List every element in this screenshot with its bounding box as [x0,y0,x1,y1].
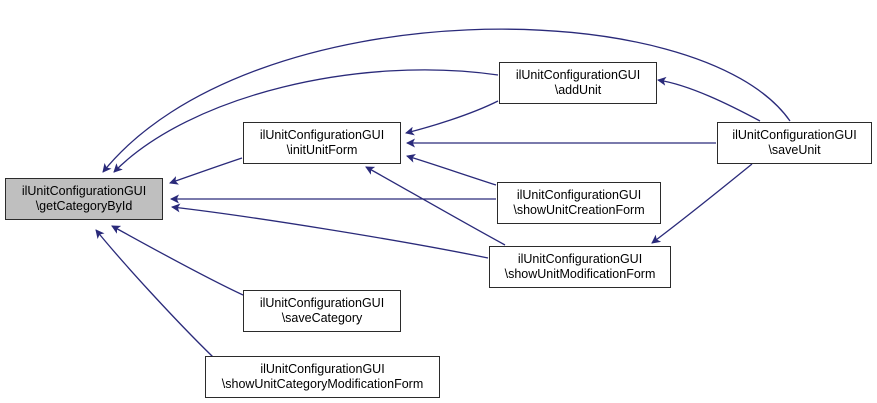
node-showUnitCreationForm-line1: ilUnitConfigurationGUI [516,188,642,202]
edge-showUnitCreationForm-to-initUnitForm [406,154,497,186]
node-saveUnit[interactable]: ilUnitConfigurationGUI \saveUnit [717,122,872,164]
edge-saveUnit-to-getCategoryById [102,28,791,173]
node-showUnitCreationForm[interactable]: ilUnitConfigurationGUI \showUnitCreation… [497,182,661,224]
node-initUnitForm[interactable]: ilUnitConfigurationGUI \initUnitForm [243,122,401,164]
node-initUnitForm-line1: ilUnitConfigurationGUI [259,128,385,142]
edge-showUnitModificationForm-to-initUnitForm [365,166,506,246]
node-showUnitCreationForm-line2: \showUnitCreationForm [513,203,645,217]
node-addUnit-line2: \addUnit [554,83,602,97]
node-showUnitCategoryModificationForm[interactable]: ilUnitConfigurationGUI \showUnitCategory… [205,356,440,398]
node-showUnitModificationForm-line2: \showUnitModificationForm [504,267,656,281]
edge-showUnitModificationForm-to-getCategoryById [171,203,489,259]
node-getCategoryById-line1: ilUnitConfigurationGUI [21,184,147,198]
edge-saveUnit-to-showUnitModificationForm [651,163,753,244]
node-addUnit-line1: ilUnitConfigurationGUI [515,68,641,82]
node-getCategoryById-line2: \getCategoryById [35,199,133,213]
edge-saveCategory-to-getCategoryById [111,225,244,296]
node-showUnitModificationForm-line1: ilUnitConfigurationGUI [517,252,643,266]
edge-saveUnit-to-addUnit [657,76,761,122]
node-saveCategory-line2: \saveCategory [281,311,363,325]
edge-addUnit-to-initUnitForm [405,100,499,136]
node-showUnitCategoryModificationForm-line2: \showUnitCategoryModificationForm [221,377,424,391]
node-saveUnit-line2: \saveUnit [768,143,821,157]
node-addUnit[interactable]: ilUnitConfigurationGUI \addUnit [499,62,657,104]
node-saveUnit-line1: ilUnitConfigurationGUI [732,128,857,142]
node-getCategoryById[interactable]: ilUnitConfigurationGUI \getCategoryById [5,178,163,220]
node-saveCategory[interactable]: ilUnitConfigurationGUI \saveCategory [243,290,401,332]
node-saveCategory-line1: ilUnitConfigurationGUI [259,296,385,310]
node-initUnitForm-line2: \initUnitForm [286,143,358,157]
edge-showUnitCategoryModificationForm-to-getCategoryById [95,229,214,358]
edge-initUnitForm-to-getCategoryById [169,157,243,185]
node-showUnitModificationForm[interactable]: ilUnitConfigurationGUI \showUnitModifica… [489,246,671,288]
node-showUnitCategoryModificationForm-line1: ilUnitConfigurationGUI [260,362,385,376]
